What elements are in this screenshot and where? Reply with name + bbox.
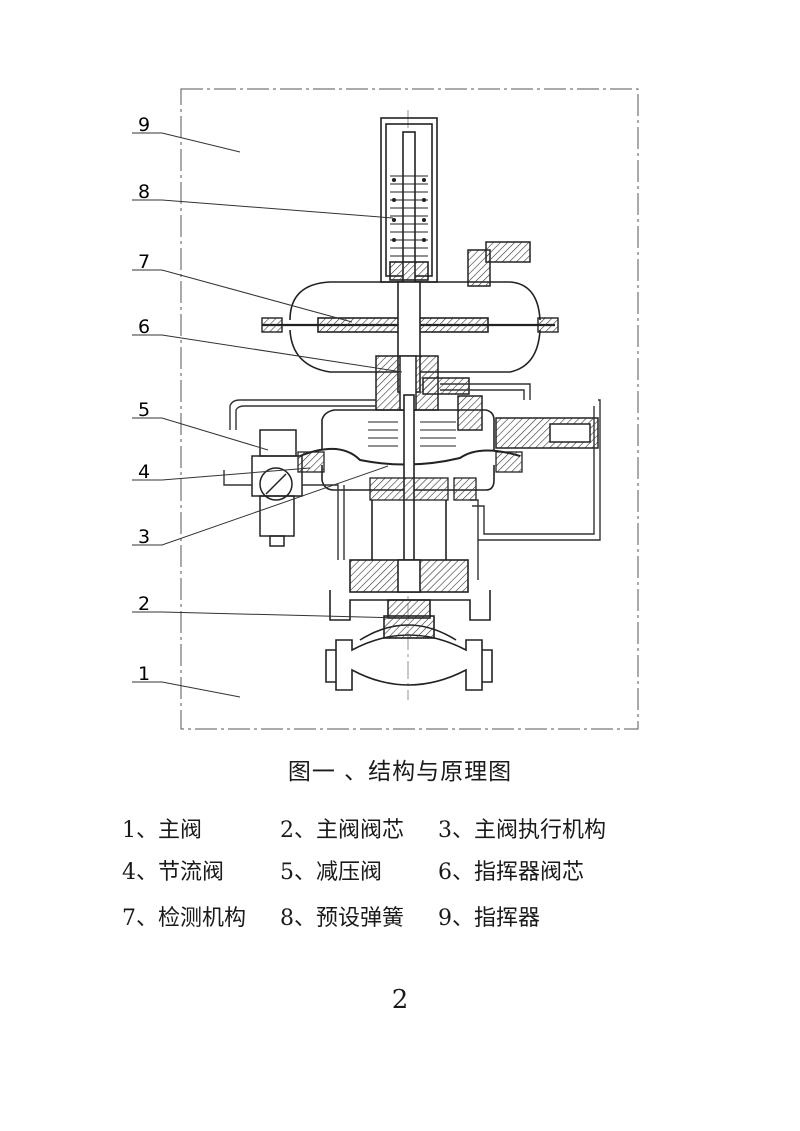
leader-2 xyxy=(132,611,404,619)
leader-5 xyxy=(132,417,269,451)
legend-item-3: 3、主阀执行机构 xyxy=(438,818,606,843)
callout-3: 3 xyxy=(138,526,150,548)
assembly-frame xyxy=(180,88,639,730)
leader-7 xyxy=(132,269,353,323)
right-regulator-block xyxy=(457,395,599,449)
leader-3 xyxy=(132,465,389,546)
leader-8 xyxy=(132,199,394,219)
bolt-left xyxy=(261,317,559,333)
legend-row-2: 4、节流阀 5、减压阀 6、指挥器阀芯 xyxy=(122,854,584,886)
page-number: 2 xyxy=(391,985,409,1015)
pilot-spring-housing xyxy=(380,117,438,323)
actuator-flange-hatch xyxy=(297,451,523,501)
legend-row-1: 1、主阀 2、主阀阀芯 3、主阀执行机构 xyxy=(122,812,606,844)
leader-4 xyxy=(132,467,311,481)
leader-1 xyxy=(132,681,241,698)
legend-row-3: 7、检测机构 8、预设弹簧 9、指挥器 xyxy=(122,900,540,932)
actuator-spring xyxy=(368,421,456,447)
preset-spring xyxy=(390,175,428,257)
legend-item-5: 5、减压阀 xyxy=(280,860,382,885)
callout-4: 4 xyxy=(138,461,150,483)
legend-item-8: 8、预设弹簧 xyxy=(280,906,404,931)
leader-9 xyxy=(132,132,241,153)
callout-1: 1 xyxy=(138,663,150,685)
legend-item-6: 6、指挥器阀芯 xyxy=(438,860,584,885)
legend-item-9: 9、指挥器 xyxy=(438,906,540,931)
pilot-valve-core xyxy=(375,355,470,411)
valve-structure-diagram: 9 8 7 6 5 4 3 2 1 xyxy=(132,88,639,730)
callout-7: 7 xyxy=(138,251,150,273)
main-valve-body xyxy=(325,590,493,691)
callout-6: 6 xyxy=(138,316,150,338)
callout-5: 5 xyxy=(138,399,150,421)
callout-9: 9 xyxy=(138,114,150,136)
bonnet-yoke xyxy=(349,500,469,619)
callout-2: 2 xyxy=(138,593,150,615)
legend-item-2: 2、主阀阀芯 xyxy=(280,818,404,843)
legend-item-7: 7、检测机构 xyxy=(122,906,246,931)
leader-lines xyxy=(132,132,404,698)
callout-8: 8 xyxy=(138,181,150,203)
leader-6 xyxy=(132,334,403,373)
legend-item-4: 4、节流阀 xyxy=(122,860,224,885)
callout-numbers: 9 8 7 6 5 4 3 2 1 xyxy=(138,114,150,685)
legend-item-1: 1、主阀 xyxy=(122,818,202,843)
pressure-reducing-valve xyxy=(251,429,303,547)
figure-caption: 图一 、结构与原理图 xyxy=(287,759,513,785)
elbow-fitting xyxy=(467,241,531,287)
